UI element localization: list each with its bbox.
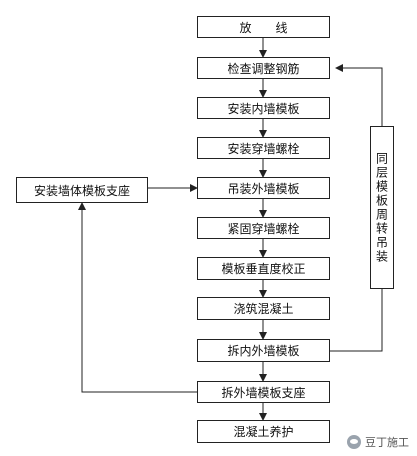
step-install-inner-formwork: 安装内墙模板 — [197, 97, 330, 119]
step-pour-concrete: 浇筑混凝土 — [197, 297, 330, 320]
step-hoist-outer-formwork: 吊装外墙模板 — [197, 177, 330, 199]
step-check-rebar: 检查调整钢筋 — [197, 57, 330, 79]
step-remove-formwork: 拆内外墙模板 — [197, 339, 330, 362]
watermark: 豆丁施工 — [347, 434, 409, 450]
step-tighten-wall-bolts: 紧固穿墙螺栓 — [197, 217, 330, 239]
watermark-text: 豆丁施工 — [365, 436, 409, 449]
step-plumb-correction: 模板垂直度校正 — [197, 257, 330, 280]
line-loop-right-bottom — [330, 289, 383, 352]
douding-logo-icon — [347, 435, 361, 449]
arrow-loop-right-top — [335, 64, 383, 126]
step-setting-out: 放 线 — [197, 16, 330, 38]
step-same-floor-turnover: 同层模板周转吊装 — [370, 126, 394, 289]
step-remove-outer-support: 拆外墙模板支座 — [197, 381, 330, 403]
arrow-loop-left — [78, 202, 197, 393]
step-install-wall-bolts: 安装穿墙螺栓 — [197, 137, 330, 159]
step-concrete-curing: 混凝土养护 — [197, 420, 330, 443]
step-install-wall-support: 安装墙体模板支座 — [16, 177, 148, 203]
